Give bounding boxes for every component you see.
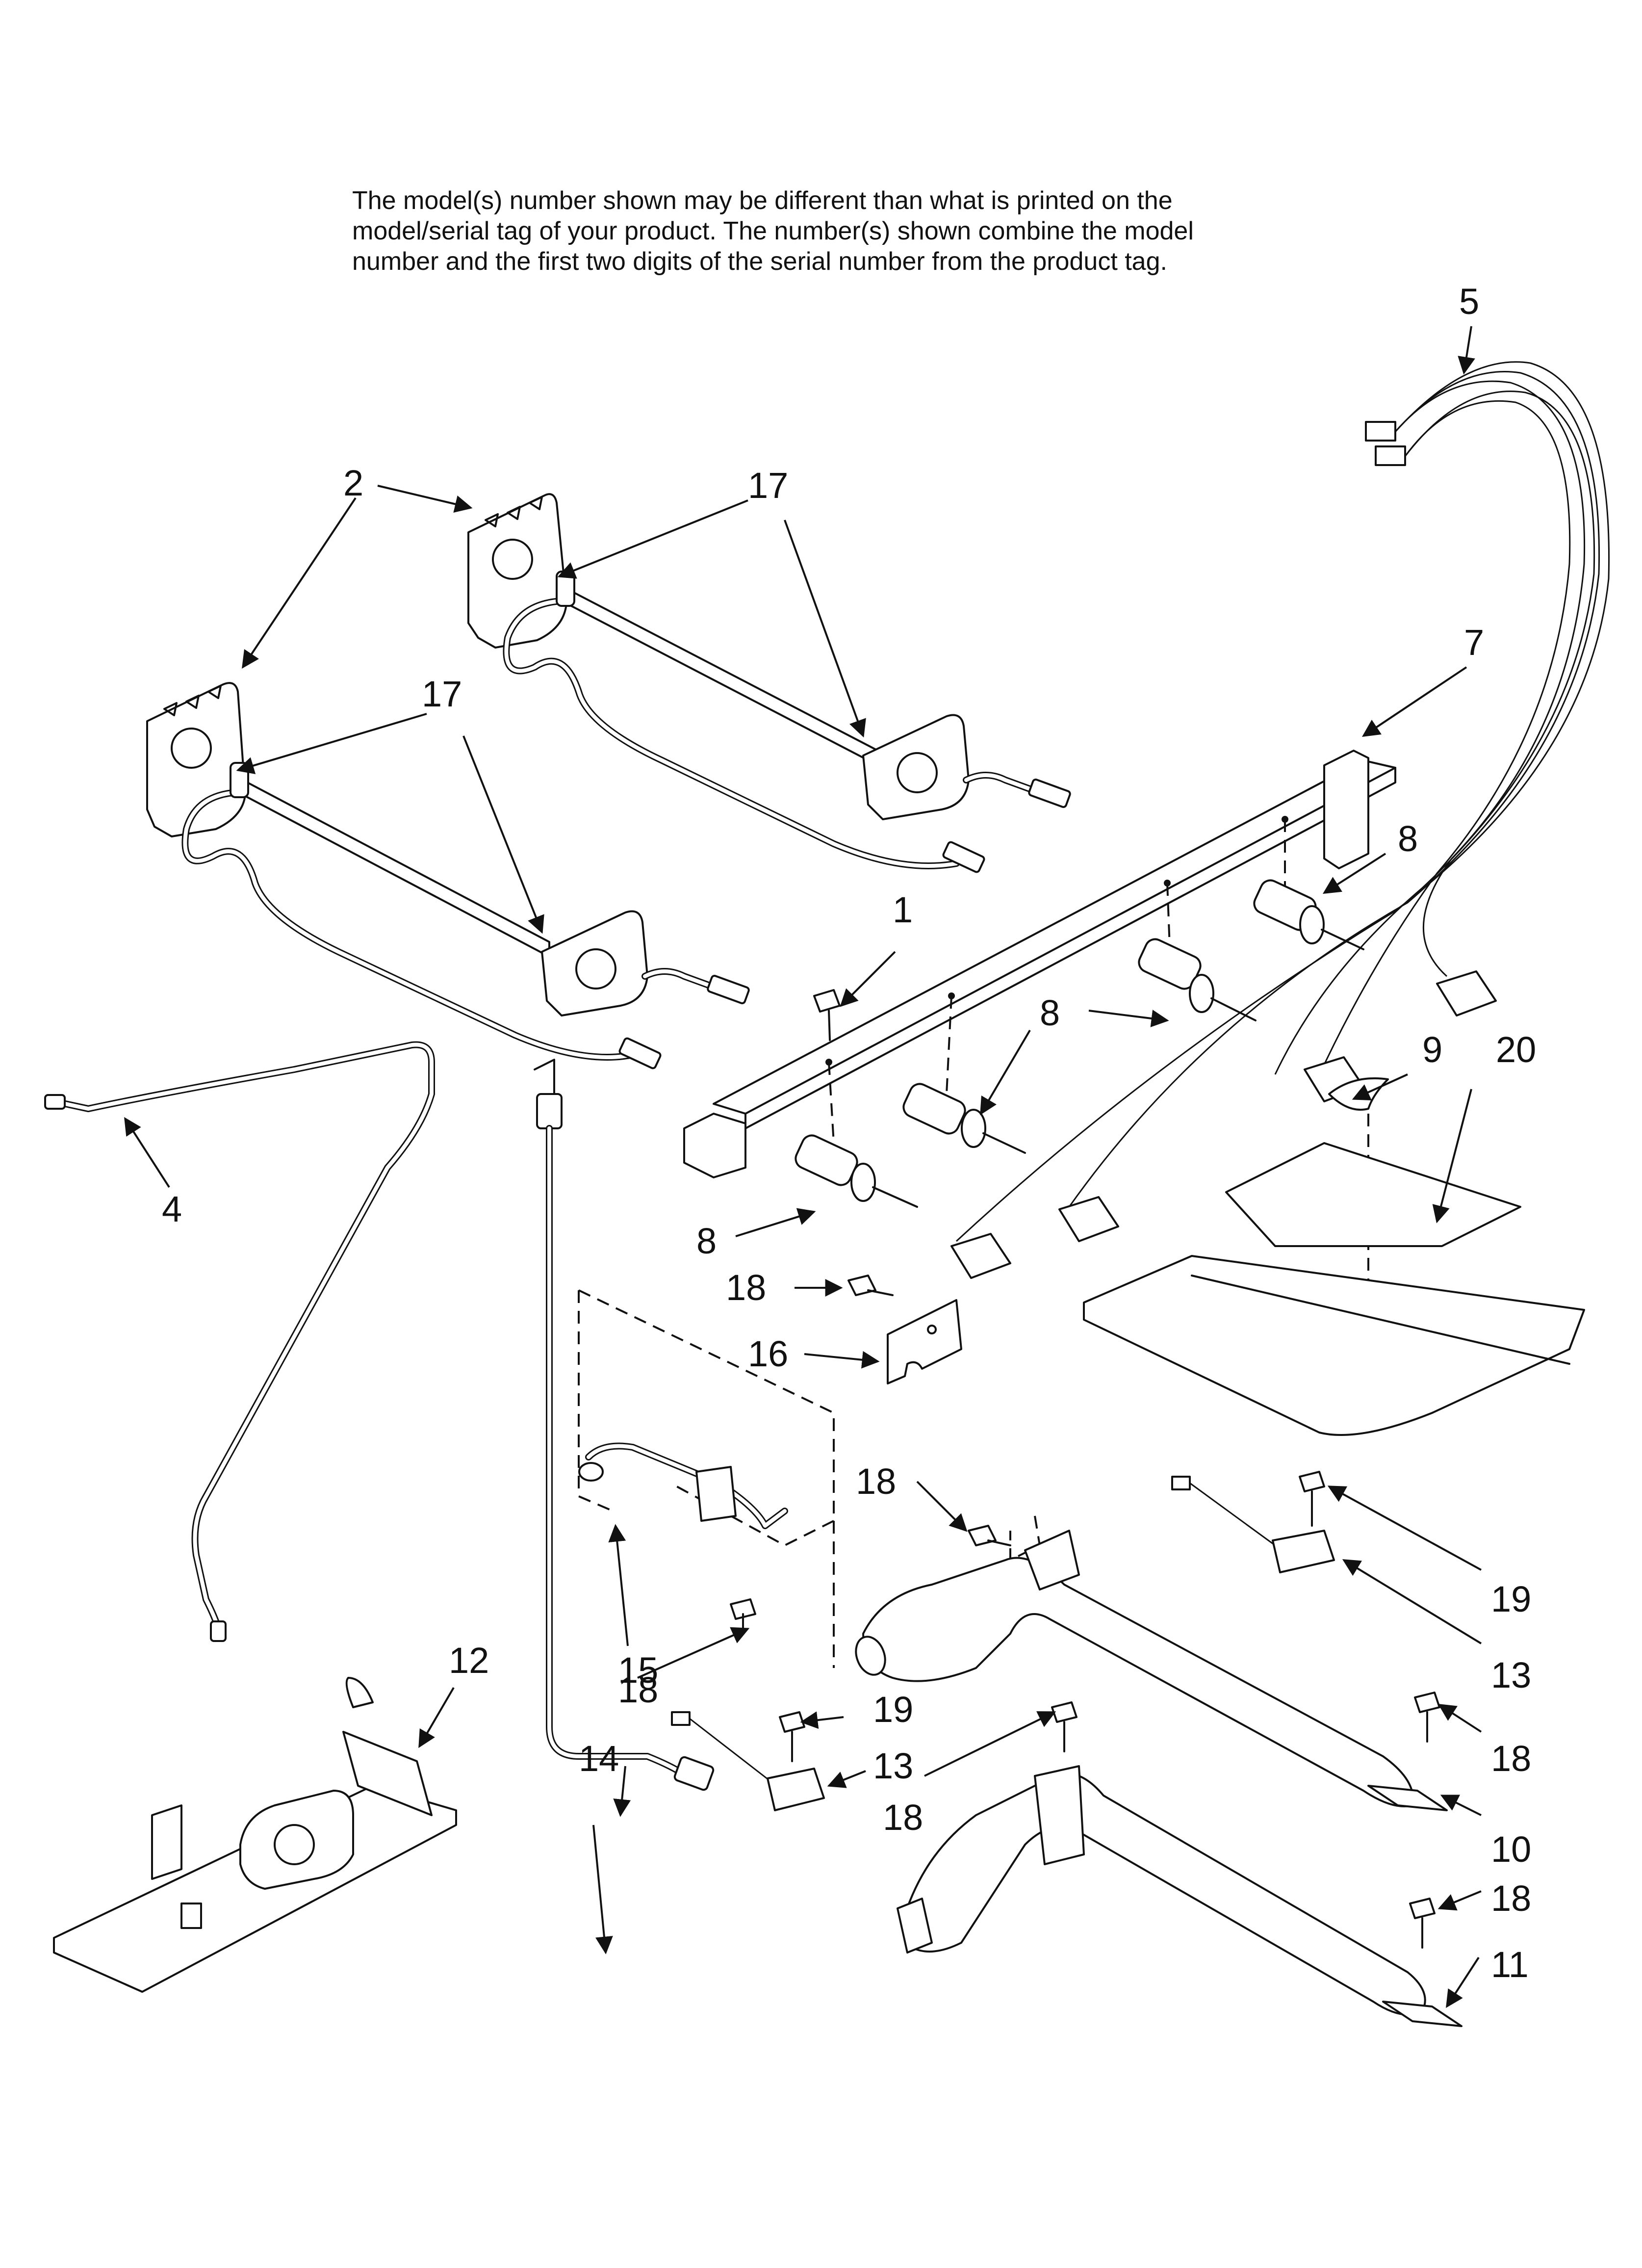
gas-tube-fitting-bottom [210, 1620, 227, 1642]
rear-right-bracket-hole [897, 752, 938, 793]
note-line-1: The model(s) number shown may be differe… [352, 186, 1173, 215]
callout-labels: 1 2 4 5 7 8 8 8 9 10 11 12 13 13 14 15 1… [162, 281, 1536, 1985]
igniter-lower [671, 1711, 825, 1811]
harness-connector-2 [1375, 445, 1406, 466]
valve-3 [1138, 938, 1257, 1021]
rear-left-bracket-hole [492, 539, 533, 580]
front-inlet-fitting [618, 1037, 662, 1069]
callout-19-left: 19 [873, 1689, 913, 1730]
elbow-flange [695, 1466, 737, 1522]
upper-burner-bracket [1024, 1530, 1080, 1590]
callout-2: 2 [343, 463, 363, 503]
callout-12: 12 [449, 1640, 489, 1681]
note-line-2: model/serial tag of your product. The nu… [352, 217, 1194, 245]
gas-tube-fitting-top [44, 1094, 66, 1110]
supply-tube-bottom-fitting [673, 1756, 715, 1791]
valve-switch-3 [1058, 1196, 1119, 1242]
gas-tube-left [44, 1041, 435, 1642]
callout-18-c: 18 [618, 1669, 658, 1710]
rear-right-bracket [862, 714, 970, 820]
callout-8-left: 8 [696, 1221, 717, 1261]
rear-tube-fitting [1028, 779, 1071, 808]
lower-burner-tube [897, 1765, 1462, 2027]
callout-18-d: 18 [883, 1797, 923, 1838]
gas-supply-tube [534, 1059, 715, 1791]
manifold-right-mount [1323, 750, 1369, 869]
front-burner-rail [242, 779, 550, 958]
valve-2 [902, 1083, 1026, 1154]
regulator-valve [274, 1824, 315, 1865]
front-right-bracket-hole [575, 948, 616, 990]
regulator-handle [345, 1677, 374, 1708]
harness-connector-1 [1365, 421, 1396, 442]
front-burner-support-assembly [146, 682, 750, 1069]
leader-lines [124, 326, 1482, 2008]
callout-11: 11 [1491, 1944, 1529, 1985]
note-line-3: number and the first two digits of the s… [352, 247, 1167, 276]
callout-19-right: 19 [1491, 1579, 1531, 1619]
valve-switch-4 [950, 1233, 1011, 1279]
callout-13-right: 13 [1491, 1655, 1531, 1695]
lower-burner-bracket [1034, 1765, 1085, 1865]
orifice-bracket [887, 1299, 962, 1384]
front-right-bracket [541, 910, 648, 1017]
elbow-inlet [578, 1462, 604, 1482]
callout-15: 15 [618, 1650, 658, 1691]
valve-switch-1 [1436, 970, 1497, 1017]
callout-9: 9 [1422, 1029, 1442, 1070]
callout-8-right: 8 [1398, 818, 1418, 859]
rear-burner-rail [565, 588, 879, 766]
callout-8-middle: 8 [1040, 992, 1060, 1033]
rear-left-bracket [467, 493, 567, 649]
callout-1: 1 [893, 889, 913, 930]
callout-4: 4 [162, 1189, 182, 1229]
manifold-pipe [683, 750, 1396, 1178]
manifold-left-mount [683, 1113, 746, 1178]
burner-valves [795, 879, 1364, 1208]
rear-burner-support-assembly [467, 493, 1071, 873]
burner-box [1083, 1142, 1585, 1436]
elbow-fitting-assembly [578, 1289, 835, 1547]
switch-wire-harness [950, 361, 1610, 1279]
igniter-screw-upper [1299, 1471, 1325, 1492]
front-left-bracket-tabs [163, 685, 222, 716]
callout-20: 20 [1496, 1029, 1536, 1070]
callout-16: 16 [748, 1333, 788, 1374]
callout-18-e: 18 [1491, 1738, 1531, 1779]
callout-13-left: 13 [873, 1746, 913, 1786]
rear-inlet-fitting [942, 841, 985, 873]
regulator-connector [180, 1903, 202, 1929]
callout-18-f: 18 [1491, 1878, 1531, 1919]
supply-tube-top-fitting [536, 1093, 563, 1129]
model-number-note: The model(s) number shown may be differe… [352, 185, 1333, 277]
callout-7: 7 [1464, 622, 1484, 663]
manifold-screw [813, 989, 841, 1041]
igniter-upper-connector [1171, 1476, 1191, 1490]
callout-10: 10 [1491, 1829, 1531, 1870]
igniter-upper [1171, 1476, 1335, 1573]
regulator-bracket [342, 1731, 433, 1816]
rear-left-bracket-tabs [485, 496, 543, 527]
igniter-lower-connector [671, 1711, 691, 1726]
lower-burner-inlet [897, 1898, 933, 1954]
valve-4 [1253, 879, 1364, 950]
front-left-bracket-hole [171, 728, 212, 769]
callout-17-upper: 17 [748, 465, 788, 506]
upper-burner-tube [833, 1515, 1448, 1811]
callout-18-a: 18 [726, 1267, 766, 1308]
gas-regulator-assembly [53, 1677, 457, 1993]
igniter-screw-lower [779, 1711, 805, 1733]
valve-1 [795, 1134, 918, 1208]
front-tube-fitting [707, 975, 750, 1004]
callout-5: 5 [1459, 281, 1479, 322]
callout-17-lower: 17 [422, 674, 462, 714]
callout-18-b: 18 [856, 1461, 896, 1502]
callout-14: 14 [579, 1738, 619, 1779]
